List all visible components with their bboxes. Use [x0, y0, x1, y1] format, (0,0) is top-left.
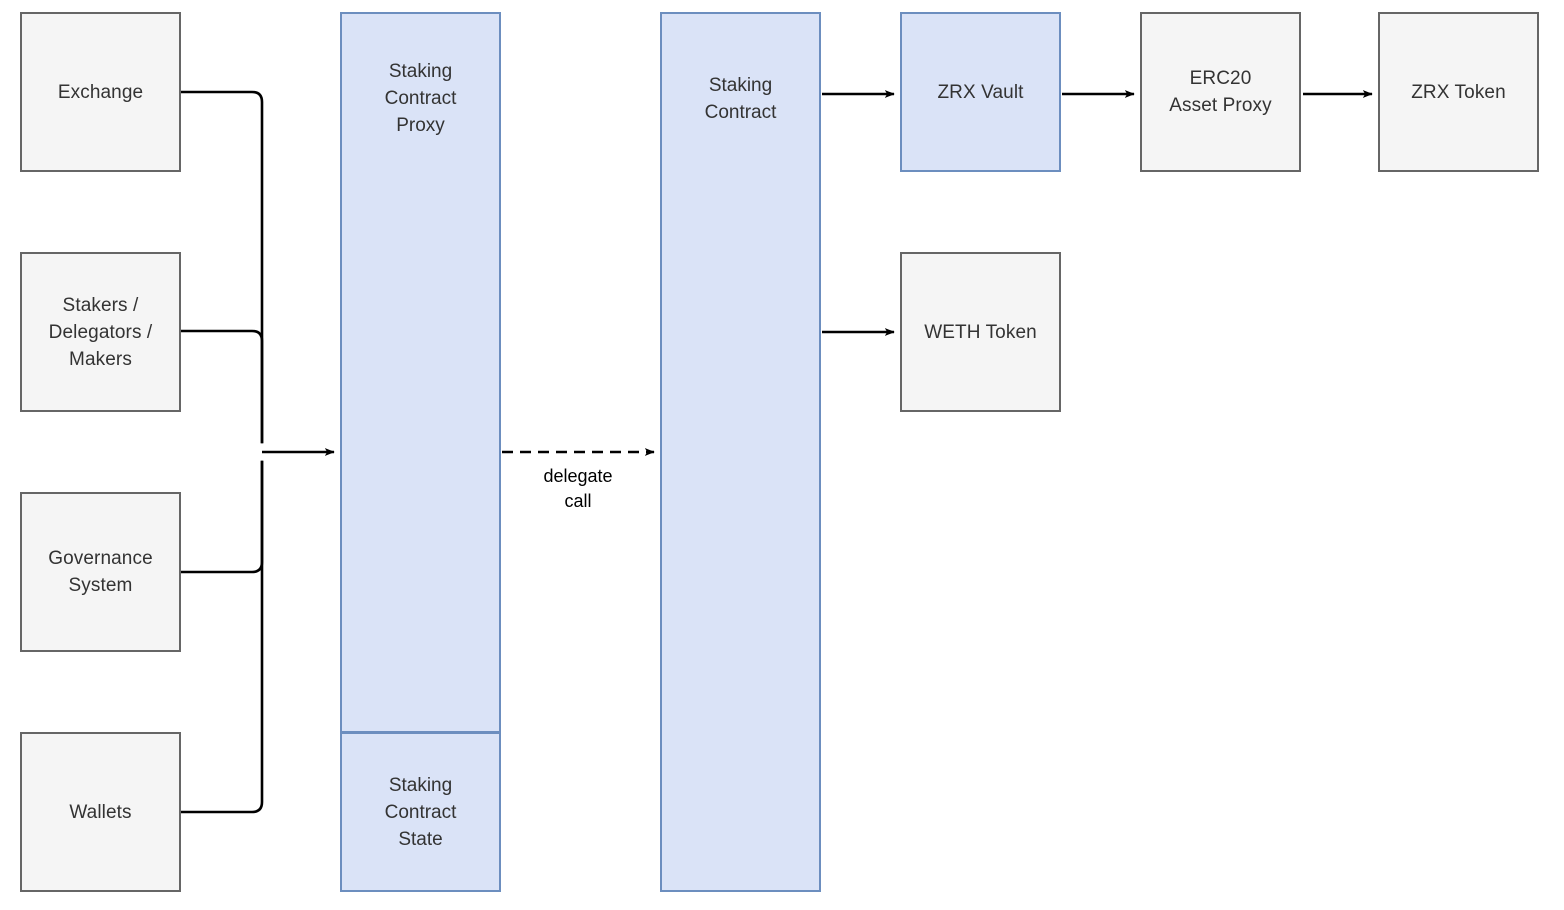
edge-wallets-to-proxy	[179, 460, 264, 814]
node-staking-contract[interactable]: Staking Contract	[660, 12, 821, 892]
node-staking-contract-proxy-label: Staking Contract Proxy	[384, 61, 457, 136]
node-weth-token[interactable]: WETH Token	[900, 252, 1061, 412]
node-wallets[interactable]: Wallets	[20, 732, 181, 892]
edge-governance-to-proxy	[179, 460, 264, 574]
node-governance-system-label: Governance System	[48, 548, 153, 596]
node-erc20-asset-proxy[interactable]: ERC20 Asset Proxy	[1140, 12, 1301, 172]
node-erc20-asset-proxy-label: ERC20 Asset Proxy	[1169, 68, 1272, 116]
node-exchange[interactable]: Exchange	[20, 12, 181, 172]
node-exchange-label: Exchange	[57, 81, 144, 103]
node-staking-contract-label: Staking Contract	[704, 75, 777, 123]
node-zrx-vault[interactable]: ZRX Vault	[900, 12, 1061, 172]
node-weth-token-label: WETH Token	[924, 321, 1037, 343]
node-staking-contract-state[interactable]: Staking Contract State	[340, 732, 501, 892]
node-zrx-token-label: ZRX Token	[1411, 81, 1506, 103]
edge-stakers-to-proxy	[179, 329, 264, 444]
node-staking-contract-state-label: Staking Contract State	[384, 774, 457, 850]
node-stakers-delegators-makers-label: Stakers / Delegators / Makers	[48, 294, 153, 370]
node-zrx-vault-label: ZRX Vault	[937, 81, 1024, 103]
node-governance-system[interactable]: Governance System	[20, 492, 181, 652]
edge-exchange-to-proxy	[179, 90, 264, 444]
edge-label-delegate-call: delegate call	[543, 466, 613, 511]
node-wallets-label: Wallets	[69, 801, 132, 823]
node-stakers-delegators-makers[interactable]: Stakers / Delegators / Makers	[20, 252, 181, 412]
node-staking-contract-proxy[interactable]: Staking Contract Proxy	[340, 12, 501, 733]
node-zrx-token[interactable]: ZRX Token	[1378, 12, 1539, 172]
